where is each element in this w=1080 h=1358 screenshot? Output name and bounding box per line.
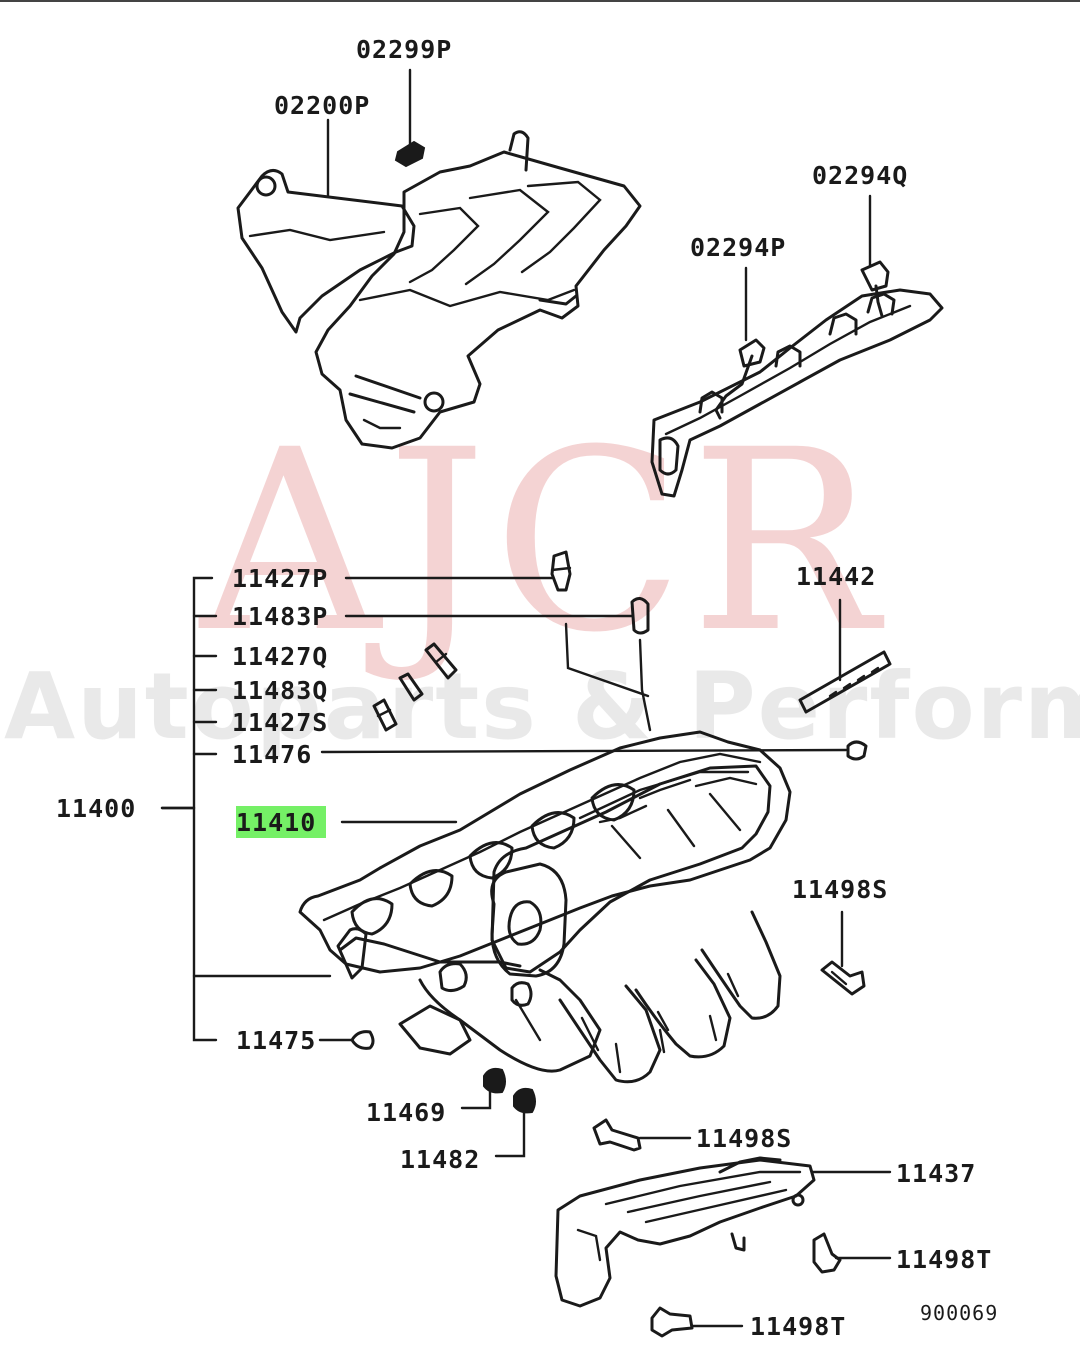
stud-11427P-drawing (550, 550, 572, 592)
bolt-11498S-b-drawing (592, 1118, 642, 1152)
leader-11469 (460, 1088, 492, 1110)
label-11475: 11475 (236, 1026, 316, 1055)
label-11476: 11476 (232, 740, 312, 769)
plug-11476-drawing (846, 740, 868, 761)
watermark-tagline: Autoparts & Performance (4, 653, 1080, 760)
bolt-11498S-a-drawing (820, 960, 866, 996)
stud-11427S-drawing (372, 698, 398, 732)
label-11482: 11482 (400, 1145, 480, 1174)
label-11437: 11437 (896, 1159, 976, 1188)
heat-shield-drawing (236, 130, 642, 450)
label-11427Q: 11427Q (232, 642, 328, 671)
label-11427P: 11427P (232, 564, 328, 593)
nut-11482-drawing (513, 1087, 536, 1114)
pin-11483Q-drawing (398, 672, 424, 702)
label-11498S-a: 11498S (792, 875, 888, 904)
label-02299P: 02299P (356, 35, 452, 64)
drawing-code: 900069 (920, 1301, 998, 1325)
stud-11427Q-drawing (424, 642, 458, 680)
pin-11483P-drawing (630, 597, 650, 635)
stud-11442-drawing (798, 650, 892, 714)
bracket-11437-drawing (554, 1156, 816, 1308)
plug-11475-drawing (350, 1030, 375, 1050)
label-11498T-a: 11498T (896, 1245, 992, 1274)
nut-11469-drawing (483, 1067, 506, 1094)
highlight-11410 (236, 806, 326, 838)
label-11469: 11469 (366, 1098, 446, 1127)
label-11483Q: 11483Q (232, 676, 328, 705)
leader-11483-group (564, 622, 652, 732)
fuel-rail-bracket-drawing (650, 260, 944, 498)
label-02294P: 02294P (690, 233, 786, 262)
label-11410: 11410 (236, 808, 316, 837)
label-11498S-b: 11498S (696, 1124, 792, 1153)
label-11400: 11400 (56, 794, 136, 823)
bolt-02299P-drawing (394, 140, 426, 168)
label-11483P: 11483P (232, 602, 328, 631)
leader-11482 (494, 1110, 526, 1158)
label-02294Q: 02294Q (812, 161, 908, 190)
bolt-11498T-a-drawing (812, 1232, 842, 1274)
label-02200P: 02200P (274, 91, 370, 120)
label-11442: 11442 (796, 562, 876, 591)
label-11498T-b: 11498T (750, 1312, 846, 1341)
label-11427S: 11427S (232, 708, 328, 737)
intake-manifold-drawing (298, 730, 792, 1084)
watermark-brand: AJCR (198, 396, 885, 687)
bolt-11498T-b-drawing (650, 1306, 694, 1338)
